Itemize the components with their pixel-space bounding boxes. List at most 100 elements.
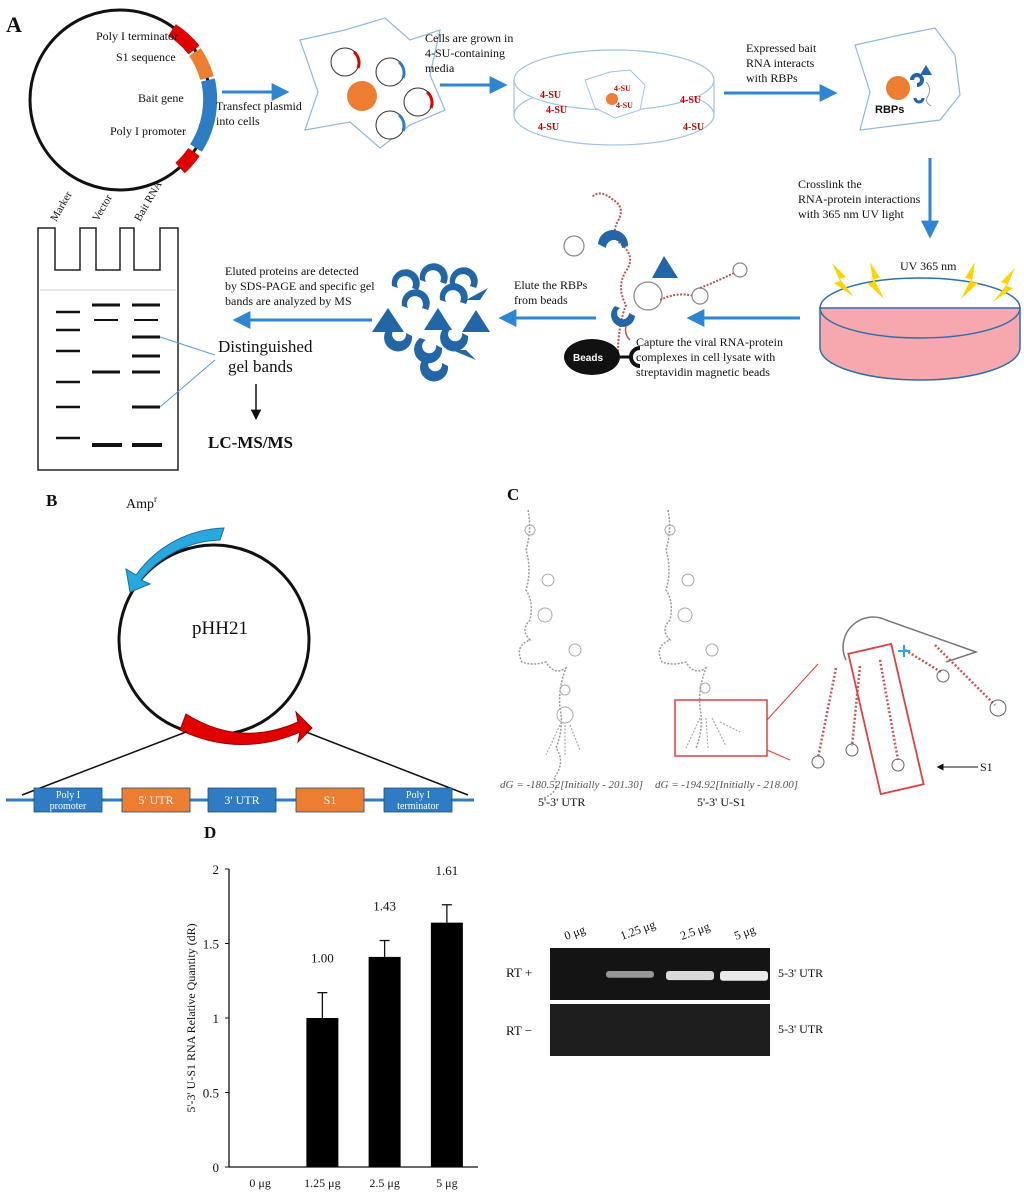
svg-text:gel bands: gel bands	[228, 357, 293, 376]
gel-lane-label: 2.5 μg	[678, 919, 711, 943]
panel-label-d: D	[204, 823, 216, 842]
bar-chart: 00.511.525'-3' U-S1 RNA Relative Quantit…	[184, 862, 478, 1190]
step-capture: Capture the viral RNA-protein complexes …	[636, 335, 783, 379]
gel-lane-label: Vector	[90, 192, 115, 223]
rna-protein-complex	[563, 192, 748, 356]
svg-text:Eluted proteins are detected: Eluted proteins are detected	[225, 264, 359, 278]
rbp-cell: RBPs	[854, 27, 961, 131]
step-transfect: Transfect plasmid into cells	[216, 99, 302, 128]
svg-text:4-SU: 4-SU	[540, 90, 561, 101]
svg-text:streptavidin magnetic beads: streptavidin magnetic beads	[636, 365, 770, 379]
s1-highlight-box	[674, 699, 768, 757]
svg-text:4-SU: 4-SU	[616, 101, 633, 110]
bait-plasmid: Poly I terminator S1 sequence Bait gene …	[28, 8, 218, 192]
panel-label-a: A	[6, 12, 22, 37]
panel-label-b: B	[46, 491, 57, 510]
insert-segment	[121, 787, 191, 813]
y-tick-label: 2	[213, 862, 220, 877]
dg-label-utr: dG = -180.52[Initially - 201.30]	[500, 779, 643, 791]
transfected-cell	[299, 17, 446, 149]
insert-segment-label: Poly I	[56, 790, 80, 801]
gel-band	[720, 971, 768, 981]
svg-text:Cells are grown in: Cells are grown in	[425, 31, 513, 45]
svg-text:4-SU: 4-SU	[680, 95, 701, 106]
insert-segment-label: 3' UTR	[224, 793, 259, 807]
uv-crosslink-dish: UV 365 nm	[819, 259, 1021, 381]
rna-structure-utr	[518, 509, 582, 799]
cell-nucleus	[347, 81, 377, 111]
rbp-cell-nucleus	[886, 76, 910, 100]
svg-text:RNA interacts: RNA interacts	[746, 56, 815, 70]
svg-text:RNA-protein interactions: RNA-protein interactions	[798, 192, 921, 206]
bar-value-label: 1.00	[311, 951, 334, 966]
svg-text:from beads: from beads	[514, 293, 568, 307]
distinguished-bands-label: Distinguished gel bands	[218, 337, 313, 376]
insert-segment	[33, 787, 103, 813]
su-labels: 4-SU 4-SU 4-SU 4-SU 4-SU 4-SU 4-SU	[538, 84, 704, 133]
svg-text:Distinguished: Distinguished	[218, 337, 313, 356]
insert-segment-label: promoter	[50, 801, 87, 812]
bar	[430, 922, 463, 1167]
sds-page-gel: Marker Vector Bait RNA	[37, 179, 216, 471]
plasmid-terminator-segment	[167, 24, 200, 55]
streptavidin-beads: Beads	[564, 339, 641, 375]
gel-rt-minus	[550, 1004, 770, 1056]
gel-bands	[56, 303, 162, 447]
rna-structure-zoom: S1	[811, 616, 1007, 796]
lightning-icon	[832, 263, 854, 297]
uv-label: UV 365 nm	[900, 259, 957, 273]
svg-text:4-SU: 4-SU	[538, 122, 559, 133]
svg-text:4-SU: 4-SU	[546, 105, 567, 116]
rt-minus-label: RT −	[506, 1023, 532, 1038]
eluted-protein-cluster	[372, 263, 490, 382]
lcms-label: LC-MS/MS	[208, 433, 293, 452]
structure-name-utr: 5'-3' UTR	[538, 795, 585, 809]
plasmid-label-promoter: Poly I promoter	[110, 124, 186, 138]
bar	[306, 1018, 339, 1167]
svg-text:4-SU: 4-SU	[683, 122, 704, 133]
gel-lane-label: 0 μg	[562, 922, 587, 942]
svg-text:Crosslink the: Crosslink the	[798, 177, 862, 191]
svg-text:into cells: into cells	[216, 114, 260, 128]
s1-label: S1	[980, 760, 993, 774]
insert-arrow	[179, 710, 313, 745]
step-grown: Cells are grown in 4-SU-containing media	[425, 31, 513, 75]
bar-value-label: 1.61	[436, 863, 459, 878]
plasmid-label-bait: Bait gene	[138, 91, 184, 105]
gel-lane-label: 5 μg	[732, 922, 757, 942]
step-elute: Elute the RBPs from beads	[514, 278, 588, 307]
dg-label-u-s1: dG = -194.92[Initially - 218.00]	[655, 779, 798, 791]
rbps-label: RBPs	[875, 104, 904, 116]
gel-band	[606, 971, 654, 978]
insert-segment	[207, 787, 277, 813]
plasmid-s1-segment	[189, 48, 214, 81]
svg-text:by SDS-PAGE and specific gel: by SDS-PAGE and specific gel	[225, 279, 375, 293]
y-tick-label: 0	[213, 1160, 220, 1175]
plasmid-bait-segment	[189, 78, 218, 152]
lightning-icon	[993, 268, 1015, 302]
step-crosslink: Crosslink the RNA-protein interactions w…	[798, 177, 921, 221]
y-tick-label: 1	[213, 1011, 220, 1026]
svg-text:with 365 nm UV light: with 365 nm UV light	[798, 207, 904, 221]
beads-label: Beads	[573, 353, 603, 364]
svg-text:4-SU: 4-SU	[614, 84, 631, 93]
svg-text:media: media	[425, 61, 455, 75]
y-tick-label: 1.5	[203, 937, 219, 952]
x-tick-label: 0 μg	[249, 1176, 270, 1190]
insert-segment	[383, 787, 453, 813]
rt-minus-product: 5-3' UTR	[778, 1022, 823, 1036]
svg-text:complexes in cell lysate with: complexes in cell lysate with	[636, 350, 775, 364]
svg-text:Transfect plasmid: Transfect plasmid	[216, 99, 302, 113]
insert-segment	[295, 787, 365, 813]
svg-text:with RBPs: with RBPs	[746, 71, 798, 85]
insert-segment-label: S1	[324, 793, 337, 807]
insert-segment-label: Poly I	[406, 790, 430, 801]
bar-value-label: 1.43	[373, 899, 396, 914]
bar	[368, 956, 401, 1167]
rt-plus-label: RT +	[506, 965, 532, 980]
x-tick-label: 2.5 μg	[369, 1176, 399, 1190]
